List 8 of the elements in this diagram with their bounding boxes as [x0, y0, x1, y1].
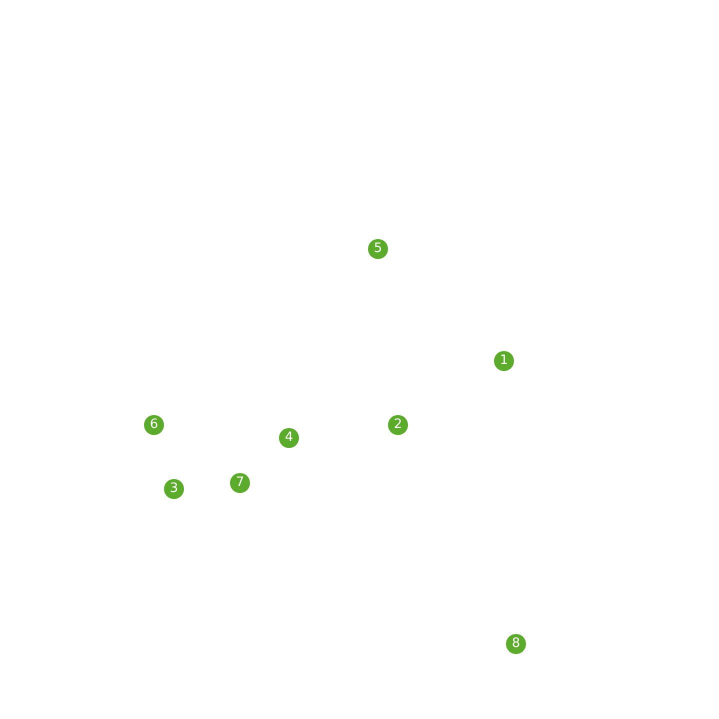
callout-number: 5 [368, 239, 388, 259]
callout-number: 2 [388, 415, 408, 435]
callout-number: 1 [494, 351, 514, 371]
callout-number: 4 [279, 428, 299, 448]
callout-number: 7 [230, 473, 250, 493]
callout-number: 8 [506, 634, 526, 654]
callout-number: 6 [144, 415, 164, 435]
callout-number: 3 [164, 479, 184, 499]
